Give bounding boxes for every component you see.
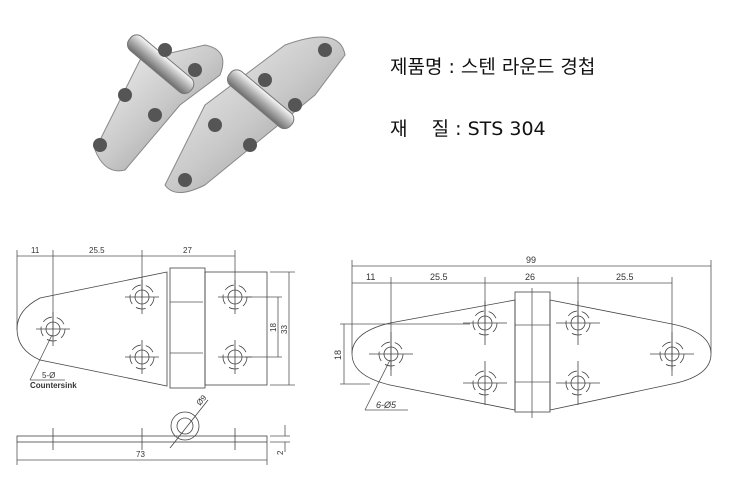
dim-25-5-left: 25.5: [430, 272, 448, 282]
dim-2: 2: [276, 450, 285, 455]
dim-26: 26: [525, 272, 535, 282]
hole-note: 6-Ø5: [376, 400, 397, 410]
dim-73: 73: [136, 450, 145, 459]
dimension-lines: [16, 250, 295, 465]
dim-27: 27: [183, 246, 192, 255]
hole-note: 5-Ø: [42, 371, 55, 380]
hole-type: Countersink: [30, 381, 77, 390]
technical-drawing-right: 99 11 25.5 26 25.5 18 6-Ø5: [333, 255, 712, 418]
product-material: 재 질 : STS 304: [390, 118, 546, 140]
dim-25-5: 25.5: [89, 246, 105, 255]
dim-11: 11: [366, 272, 375, 282]
dim-18: 18: [269, 323, 278, 332]
dim-pin-dia: Ø9: [195, 393, 209, 407]
dim-18: 18: [333, 350, 343, 360]
dim-99: 99: [526, 255, 536, 265]
hinge-outline: [351, 299, 712, 411]
hole-marks: [369, 301, 694, 405]
product-name: 제품명 : 스텐 라운드 경첩: [390, 56, 596, 78]
hinge-leaf-outline: [16, 271, 168, 387]
hole-marks: [36, 280, 252, 374]
hinge-product-photo: [93, 34, 346, 193]
technical-drawing-left: 11 25.5 27 18 33 Ø9 73 2 5-Ø Countersink: [16, 246, 295, 465]
dim-11: 11: [31, 246, 40, 255]
dim-33: 33: [280, 325, 289, 334]
dim-25-5-right: 25.5: [616, 272, 634, 282]
side-view: [16, 399, 268, 450]
